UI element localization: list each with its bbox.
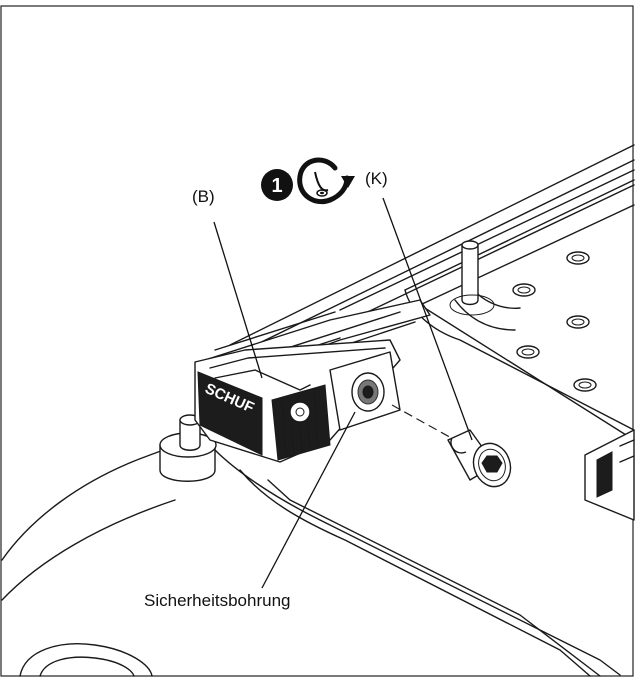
base-housing xyxy=(1,439,621,677)
figure-frame xyxy=(0,5,634,677)
alignment-line xyxy=(391,404,456,441)
step-number: 1 xyxy=(271,175,282,197)
leader-hole xyxy=(261,411,356,589)
safety-hole-label: Sicherheitsbohrung xyxy=(144,591,290,610)
leader-b xyxy=(213,221,263,379)
bracket-b-label: (B) xyxy=(192,187,215,206)
step-number-badge: 1 xyxy=(261,169,293,201)
leader-k xyxy=(382,197,473,441)
screw-k xyxy=(447,429,512,488)
mounting-foot xyxy=(159,414,217,482)
screw-k-label: (K) xyxy=(365,169,388,188)
drawer-frame xyxy=(229,144,635,521)
rotate-clockwise-icon xyxy=(297,157,355,204)
bracket-b xyxy=(194,299,431,463)
